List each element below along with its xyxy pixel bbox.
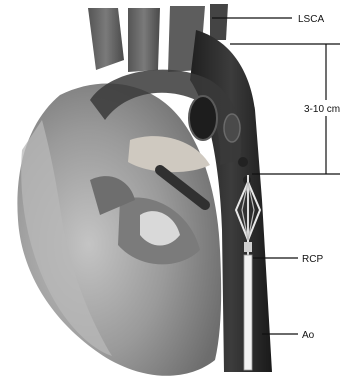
ao-label: Ao: [302, 330, 315, 341]
distance-label: 3-10 cm: [304, 104, 340, 115]
lsca-label: LSCA: [298, 14, 324, 25]
rcp-label: RCP: [302, 254, 323, 265]
